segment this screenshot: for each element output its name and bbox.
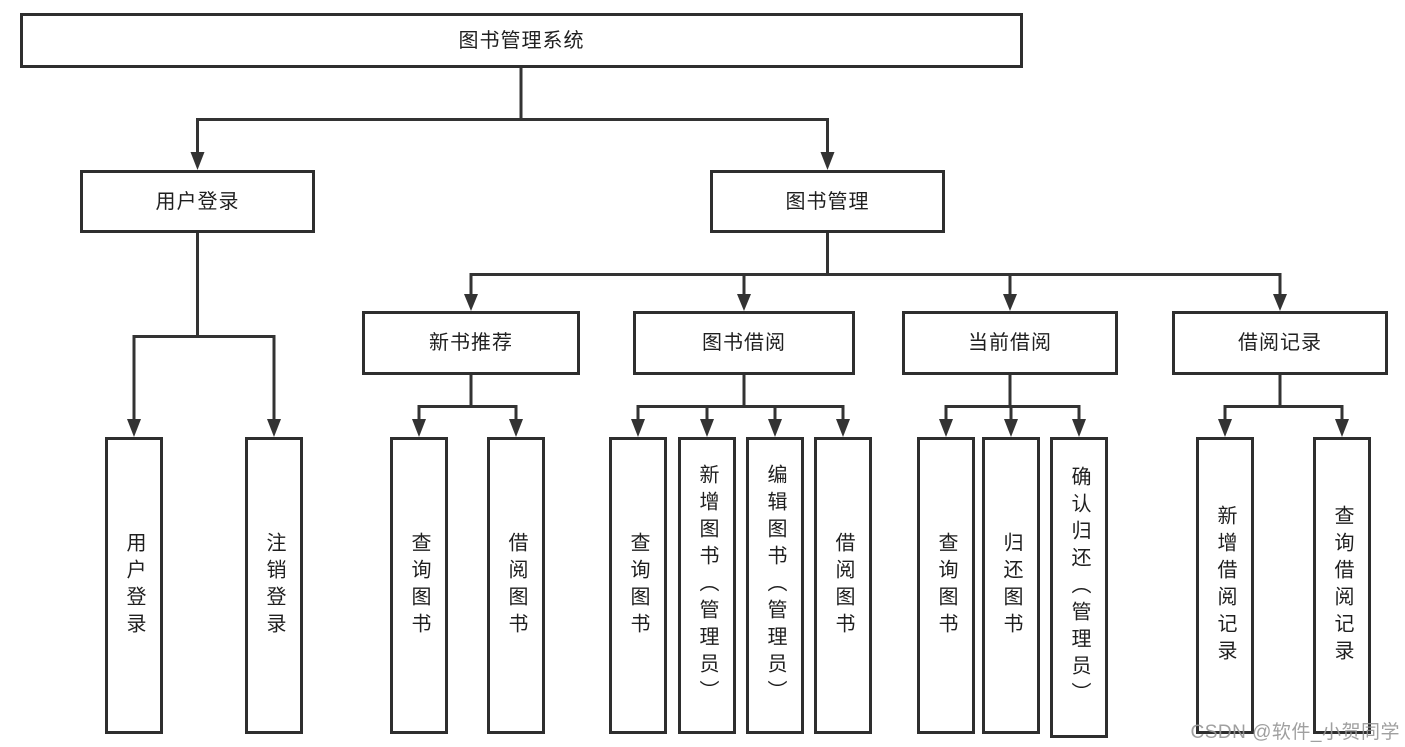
- node-new-book-recommend: 新书推荐: [362, 311, 580, 375]
- node-root-system-label: 图书管理系统: [458, 29, 585, 52]
- leaf-query-books-borrowing: 查询图书: [609, 437, 667, 734]
- leaf-add-book-admin: 新增图书（管理员）: [678, 437, 736, 734]
- node-book-borrowing: 图书借阅: [633, 311, 855, 375]
- node-new-book-recommend-label: 新书推荐: [429, 332, 513, 354]
- leaf-confirm-return-admin: 确认归还（管理员）: [1050, 437, 1108, 738]
- node-current-borrowing-label: 当前借阅: [968, 332, 1052, 354]
- leaf-user-login-label: 用户登录: [123, 531, 145, 640]
- leaf-edit-book-admin-label: 编辑图书（管理员）: [764, 464, 786, 707]
- leaf-add-borrow-record-label: 新增借阅记录: [1214, 504, 1236, 667]
- leaf-confirm-return-admin-label: 确认归还（管理员）: [1068, 466, 1090, 709]
- leaf-query-books-recommend: 查询图书: [390, 437, 448, 734]
- leaf-query-borrow-record-label: 查询借阅记录: [1331, 504, 1353, 667]
- leaf-query-books-current: 查询图书: [917, 437, 975, 734]
- leaf-edit-book-admin: 编辑图书（管理员）: [746, 437, 804, 734]
- leaf-return-book: 归还图书: [982, 437, 1040, 734]
- csdn-watermark: CSDN @软件_小贺同学: [1190, 722, 1400, 743]
- node-borrowing-records: 借阅记录: [1172, 311, 1388, 375]
- leaf-borrow-books-borrowing-label: 借阅图书: [832, 531, 854, 640]
- leaf-user-login: 用户登录: [105, 437, 163, 734]
- leaf-borrow-books-recommend: 借阅图书: [487, 437, 545, 734]
- node-user-login-label: 用户登录: [155, 190, 240, 213]
- leaf-query-borrow-record: 查询借阅记录: [1313, 437, 1371, 734]
- leaf-logout-label: 注销登录: [263, 531, 285, 640]
- node-current-borrowing: 当前借阅: [902, 311, 1118, 375]
- leaf-query-books-recommend-label: 查询图书: [408, 531, 430, 640]
- leaf-add-borrow-record: 新增借阅记录: [1196, 437, 1254, 734]
- node-book-borrowing-label: 图书借阅: [702, 332, 786, 354]
- leaf-borrow-books-borrowing: 借阅图书: [814, 437, 872, 734]
- leaf-borrow-books-recommend-label: 借阅图书: [505, 531, 527, 640]
- leaf-query-books-current-label: 查询图书: [935, 531, 957, 640]
- node-book-management-label: 图书管理: [785, 190, 870, 213]
- node-book-management: 图书管理: [710, 170, 945, 233]
- node-borrowing-records-label: 借阅记录: [1238, 332, 1322, 354]
- leaf-return-book-label: 归还图书: [1000, 531, 1022, 640]
- leaf-logout: 注销登录: [245, 437, 303, 734]
- leaf-add-book-admin-label: 新增图书（管理员）: [696, 464, 718, 707]
- node-user-login: 用户登录: [80, 170, 315, 233]
- node-root-system: 图书管理系统: [20, 13, 1023, 68]
- leaf-query-books-borrowing-label: 查询图书: [627, 531, 649, 640]
